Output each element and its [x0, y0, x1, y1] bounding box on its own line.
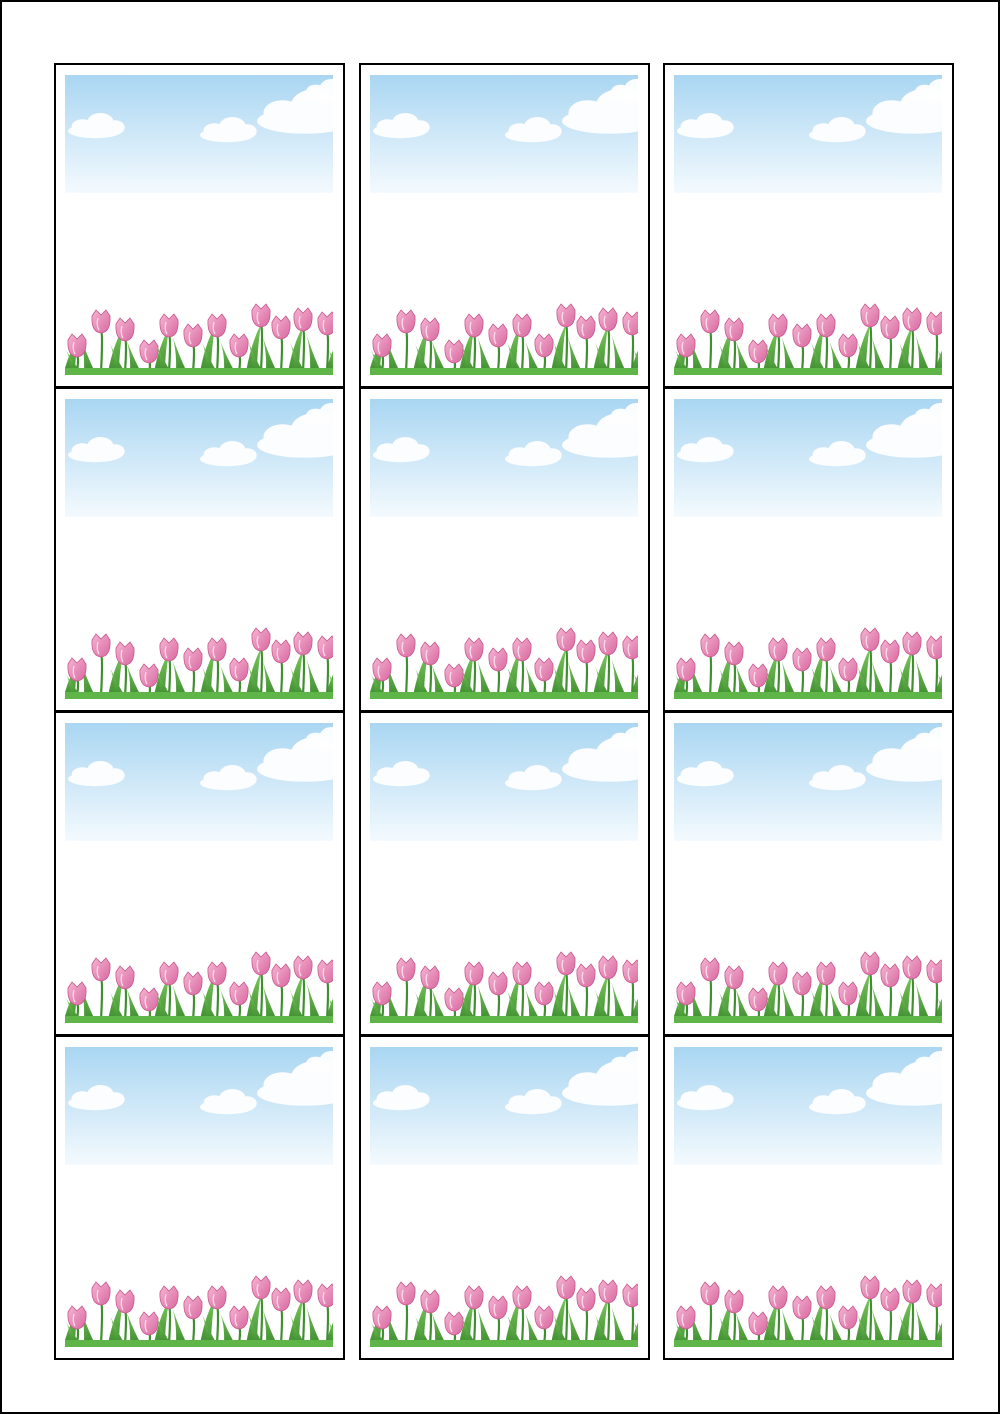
label-card	[663, 1035, 954, 1360]
label-card	[359, 63, 650, 388]
tulip-field	[674, 951, 942, 1023]
tulip-field	[370, 627, 638, 699]
label-card	[54, 711, 345, 1036]
tulip-field	[65, 951, 333, 1023]
tulip-field	[370, 1275, 638, 1347]
card-illustration	[674, 1047, 942, 1347]
tulip-field	[674, 303, 942, 375]
tulip-field	[674, 627, 942, 699]
label-card	[54, 387, 345, 712]
card-illustration	[674, 75, 942, 375]
label-card	[54, 1035, 345, 1360]
label-card	[359, 1035, 650, 1360]
tulip-field	[65, 303, 333, 375]
card-illustration	[65, 1047, 333, 1347]
card-illustration	[370, 75, 638, 375]
card-illustration	[370, 399, 638, 699]
card-illustration	[674, 399, 942, 699]
tulip-field	[65, 627, 333, 699]
card-illustration	[674, 723, 942, 1023]
card-illustration	[65, 723, 333, 1023]
label-card	[359, 387, 650, 712]
card-illustration	[65, 399, 333, 699]
card-illustration	[65, 75, 333, 375]
card-illustration	[370, 723, 638, 1023]
tulip-field	[65, 1275, 333, 1347]
label-card	[663, 63, 954, 388]
label-card	[663, 387, 954, 712]
tulip-field	[370, 951, 638, 1023]
label-card	[663, 711, 954, 1036]
card-illustration	[370, 1047, 638, 1347]
label-card	[54, 63, 345, 388]
tulip-field	[370, 303, 638, 375]
label-card	[359, 711, 650, 1036]
tulip-field	[674, 1275, 942, 1347]
